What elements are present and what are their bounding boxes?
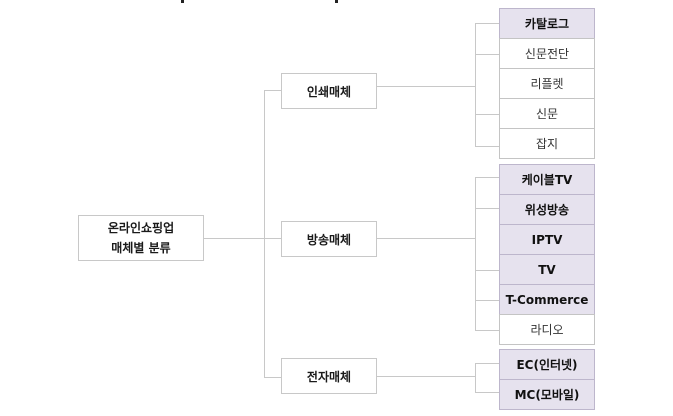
connector [475,23,499,24]
connector [475,392,499,393]
top-edge-mark [335,0,338,3]
leaf-label: TV [538,262,556,277]
category-print-media: 인쇄매체 [281,73,377,109]
leaf-label: EC(인터넷) [516,358,578,372]
connector [475,114,499,115]
leaf-ec-internet: EC(인터넷) [499,349,595,380]
connector [264,90,281,91]
category-label: 전자매체 [306,369,352,384]
leaf-label: 리플렛 [530,77,564,91]
leaf-magazine: 잡지 [499,128,595,159]
connector [377,238,476,239]
connector [475,363,476,392]
connector [475,146,499,147]
connector [264,377,281,378]
leaf-label: 신문전단 [524,47,570,61]
leaf-radio: 라디오 [499,314,595,345]
leaf-label: 케이블TV [521,173,573,187]
leaf-catalog: 카탈로그 [499,8,595,39]
leaf-label: 카탈로그 [524,17,570,31]
connector [475,54,499,55]
leaf-t-commerce: T-Commerce [499,284,595,315]
leaf-tv: TV [499,254,595,285]
connector [377,86,476,87]
leaf-leaflet: 리플렛 [499,68,595,99]
leaf-cable-tv: 케이블TV [499,164,595,195]
top-edge-mark [181,0,184,3]
root-title-line2: 매체별 분류 [111,241,171,255]
leaf-label: 라디오 [530,323,564,337]
leaf-iptv: IPTV [499,224,595,255]
connector [475,330,499,331]
leaf-satellite: 위성방송 [499,194,595,225]
leaf-mc-mobile: MC(모바일) [499,379,595,410]
connector [475,270,499,271]
connector [475,177,476,330]
leaf-label: IPTV [531,232,563,247]
leaf-label: 잡지 [535,137,559,151]
connector [264,90,265,377]
connector [475,23,476,146]
category-label: 방송매체 [306,232,352,247]
leaf-label: MC(모바일) [514,388,580,402]
root-node: 온라인쇼핑업 매체별 분류 [78,215,204,261]
connector [475,208,499,209]
category-electronic-media: 전자매체 [281,358,377,394]
leaf-label: T-Commerce [505,292,589,307]
root-title-line1: 온라인쇼핑업 [107,221,175,235]
leaf-newspaper-flyer: 신문전단 [499,38,595,69]
connector [377,376,476,377]
leaf-newspaper: 신문 [499,98,595,129]
connector [204,238,281,239]
category-broadcast-media: 방송매체 [281,221,377,257]
leaf-label: 위성방송 [524,203,570,217]
connector [475,363,499,364]
connector [475,177,499,178]
connector [475,300,499,301]
category-label: 인쇄매체 [306,84,352,99]
leaf-label: 신문 [535,107,559,121]
